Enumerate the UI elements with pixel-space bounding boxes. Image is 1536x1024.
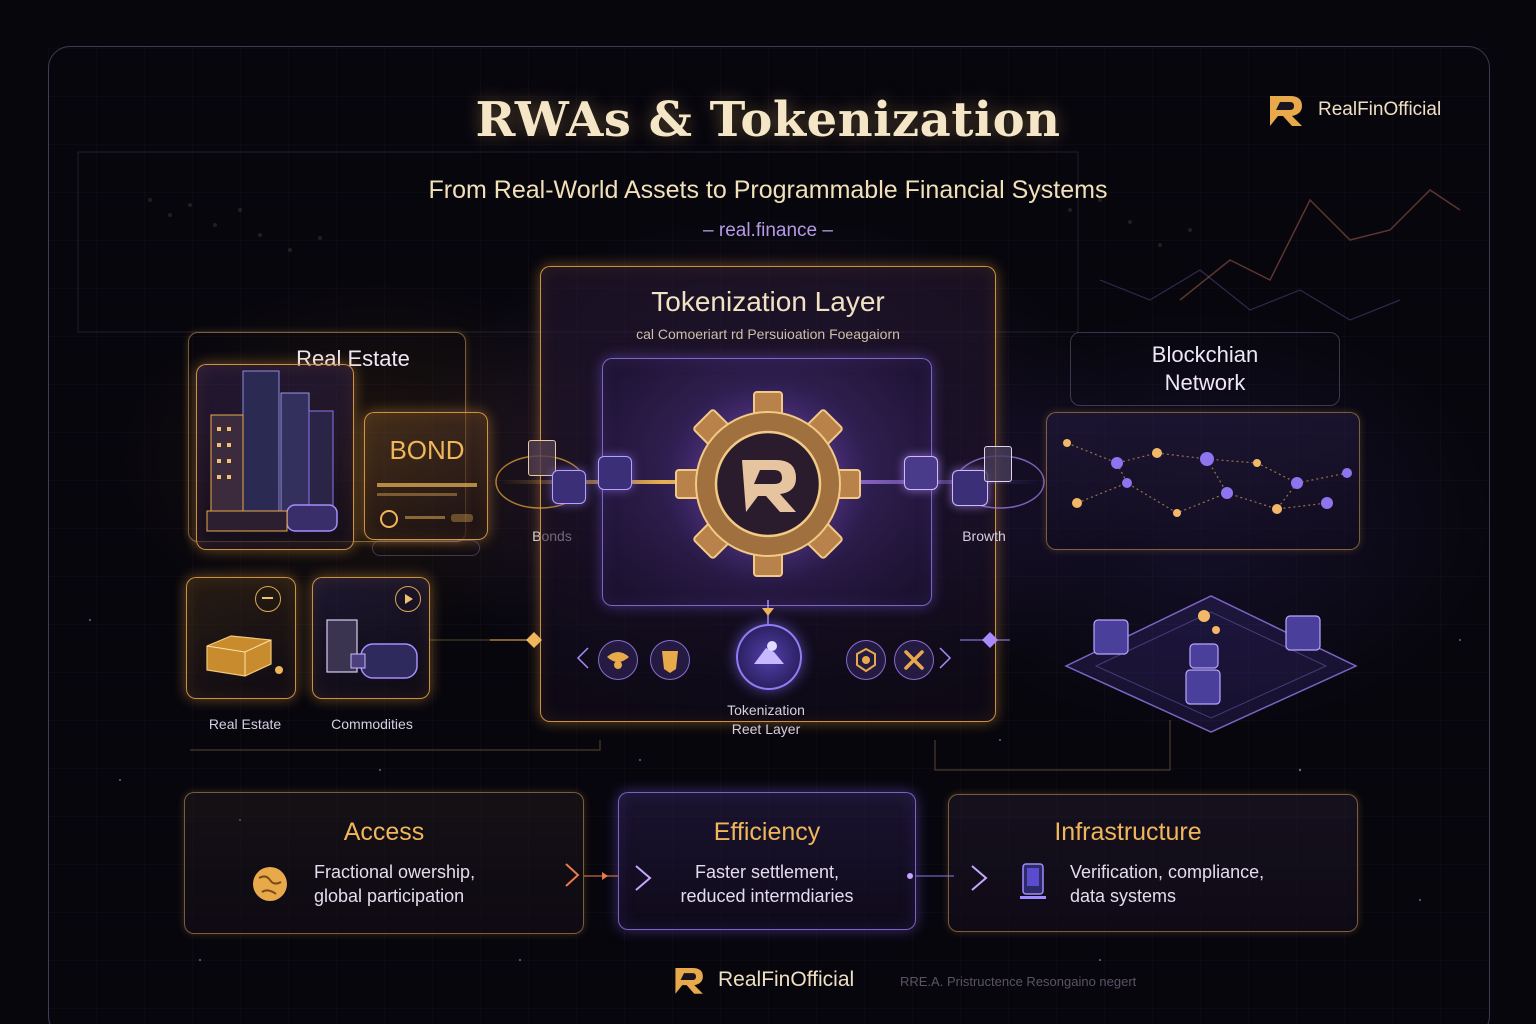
blockchain-header-panel	[1070, 332, 1340, 406]
token-cube-left-2	[598, 456, 632, 490]
tokenization-caption-1: Tokenization	[727, 702, 805, 718]
infrastructure-card[interactable]	[948, 794, 1358, 932]
globe-icon	[253, 867, 287, 901]
growth-caption: Browth	[962, 528, 1006, 544]
card-connectors	[584, 872, 954, 880]
tool-button-tools[interactable]	[894, 640, 934, 680]
brand-logo-top[interactable]: RealFinOfficial	[1266, 92, 1441, 128]
efficiency-card[interactable]	[618, 792, 916, 930]
bond-lines-icon	[377, 483, 477, 528]
real-estate-asset-tile[interactable]	[186, 577, 296, 699]
bond-stand	[372, 540, 480, 556]
chevron-right-icon	[565, 863, 580, 887]
footer-note: RRE.A. Pristructence Resongaino negert	[900, 974, 1137, 989]
document-token-right	[984, 446, 1012, 482]
device-icon	[1020, 863, 1046, 899]
realfin-logo-icon	[675, 968, 703, 994]
play-button[interactable]	[395, 586, 421, 612]
gear-icon	[664, 380, 872, 588]
token-cube-right-2	[952, 470, 988, 506]
infrastructure-line-1: Verification, compliance,	[1070, 862, 1265, 882]
commodities-caption: Commodities	[331, 716, 413, 732]
tokenization-layer-title: Tokenization Layer	[651, 286, 885, 317]
tool-button-badge[interactable]	[846, 640, 886, 680]
handshake-icon	[754, 641, 784, 664]
document-token-left	[528, 440, 556, 476]
brand-name: RealFinOfficial	[1318, 99, 1442, 120]
commodities-asset-tile[interactable]	[312, 577, 430, 699]
chevron-right-icon-2	[971, 865, 988, 891]
access-line-1: Fractional owership,	[314, 862, 476, 882]
blockchain-title-1: Blockchian	[1151, 342, 1259, 367]
real-estate-caption: Real Estate	[208, 716, 282, 732]
minus-button[interactable]	[255, 586, 281, 612]
efficiency-line-2: reduced intermdiaries	[680, 886, 854, 906]
network-graph-panel	[1046, 412, 1360, 550]
tool-button-main[interactable]	[736, 624, 802, 690]
access-card[interactable]	[184, 792, 584, 934]
tokenization-layer-subtitle: cal Comoeriart rd Persuioation Foeagaior…	[636, 326, 900, 342]
blockchain-title-2: Network	[1164, 370, 1246, 395]
token-cube-right-1	[904, 456, 938, 490]
page-subtitle: From Real-World Assets to Programmable F…	[428, 176, 1108, 204]
access-line-2: global participation	[314, 886, 465, 906]
buildings-icon	[206, 370, 338, 532]
infrastructure-line-2: data systems	[1070, 886, 1177, 906]
blockchain-platform-icon	[1064, 595, 1358, 733]
access-title: Access	[343, 818, 425, 846]
tool-row-connectors	[490, 600, 1010, 669]
buildings-tile	[196, 364, 354, 550]
shield-icon	[662, 651, 678, 673]
gold-bars-icon	[206, 635, 283, 677]
tokenization-caption-2: Reet Layer	[731, 721, 801, 737]
tool-button-coins[interactable]	[598, 640, 638, 680]
outer-frame	[48, 46, 1490, 1024]
brand-name-bottom: RealFinOfficial	[718, 968, 855, 991]
efficiency-title: Efficiency	[713, 818, 821, 846]
bond-label: BOND	[389, 435, 465, 465]
wrench-icon	[904, 650, 924, 670]
storage-tanks-icon	[326, 619, 418, 679]
tagline: – real.finance –	[703, 220, 833, 241]
network-nodes-icon	[1063, 439, 1352, 517]
efficiency-line-1: Faster settlement,	[694, 862, 840, 882]
realfin-logo-icon	[1270, 96, 1302, 126]
infrastructure-title: Infrastructure	[1054, 818, 1202, 846]
tool-button-shield[interactable]	[650, 640, 690, 680]
bond-certificate-tile: BOND	[364, 412, 488, 540]
chevron-icon	[635, 865, 652, 891]
badge-icon	[856, 647, 876, 673]
brand-logo-bottom[interactable]: RealFinOfficial	[672, 964, 854, 996]
coins-icon	[607, 652, 629, 669]
token-cube-left-1	[552, 470, 586, 504]
page-title: RWAs & Tokenization	[475, 92, 1061, 148]
